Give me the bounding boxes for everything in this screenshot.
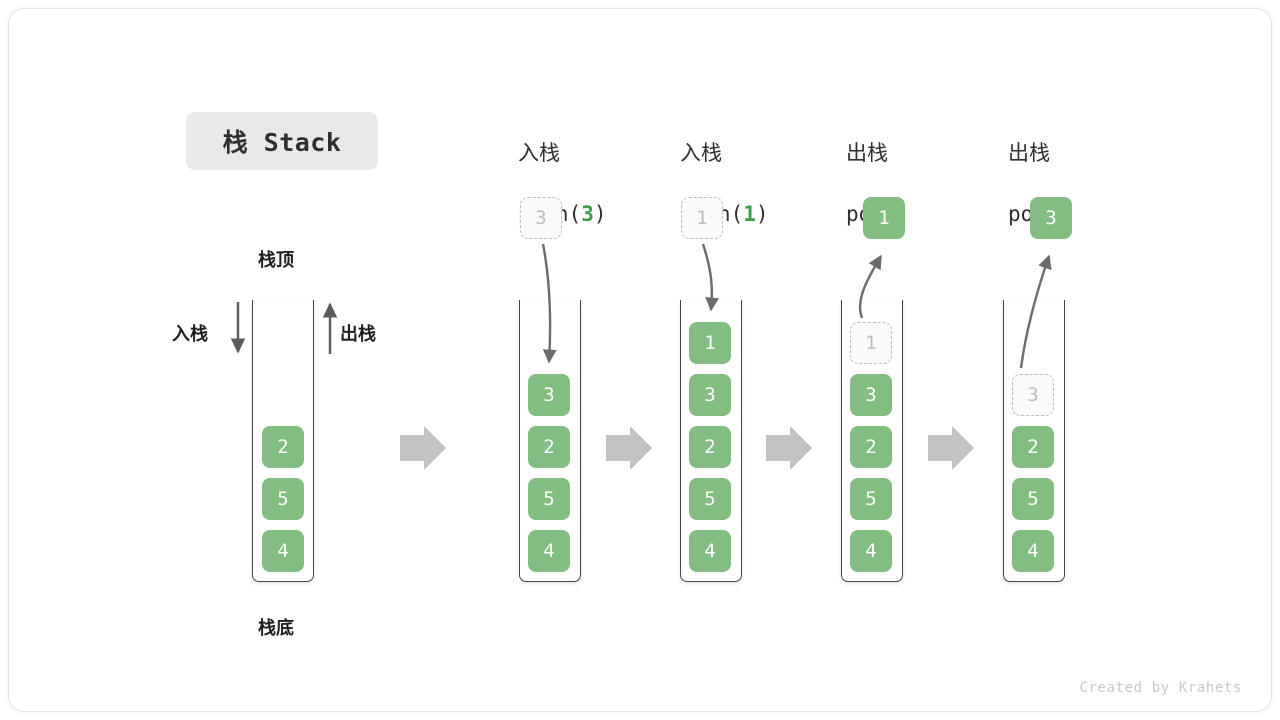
stack-cell: 2 bbox=[528, 426, 570, 468]
stack-cell: 4 bbox=[528, 530, 570, 572]
label-push-direction: 入栈 bbox=[172, 324, 208, 345]
stack-cell: 5 bbox=[262, 478, 304, 520]
stack-cell: 5 bbox=[689, 478, 731, 520]
stack-cell: 5 bbox=[850, 478, 892, 520]
stack-cell-ghost: 3 bbox=[1012, 374, 1054, 416]
popped-cell: 1 bbox=[863, 197, 905, 239]
stack-cell: 1 bbox=[689, 322, 731, 364]
column-header-zh: 入栈 bbox=[518, 141, 560, 166]
stack-cell: 4 bbox=[689, 530, 731, 572]
stack-container-push-1 bbox=[680, 300, 742, 582]
code-suffix: ) bbox=[755, 202, 769, 227]
stack-cell: 3 bbox=[528, 374, 570, 416]
stack-cell: 3 bbox=[850, 374, 892, 416]
column-header-pop-3: 出栈 pop() bbox=[1008, 108, 1168, 260]
code-arg: 3 bbox=[581, 202, 594, 227]
column-header-zh: 出栈 bbox=[846, 141, 888, 166]
popped-cell: 3 bbox=[1030, 197, 1072, 239]
floating-ghost-cell: 1 bbox=[681, 197, 723, 239]
code-suffix: ) bbox=[593, 202, 607, 227]
code-arg: 1 bbox=[743, 202, 756, 227]
stack-cell-ghost: 1 bbox=[850, 322, 892, 364]
stack-cell: 4 bbox=[850, 530, 892, 572]
stack-cell: 2 bbox=[262, 426, 304, 468]
label-stack-top: 栈顶 bbox=[258, 250, 294, 271]
stack-cell: 4 bbox=[1012, 530, 1054, 572]
stack-container-pop-3 bbox=[1003, 300, 1065, 582]
stack-cell: 3 bbox=[689, 374, 731, 416]
stack-container-pop-1 bbox=[841, 300, 903, 582]
stack-cell: 2 bbox=[689, 426, 731, 468]
label-stack-bottom: 栈底 bbox=[258, 618, 294, 639]
stack-cell: 5 bbox=[528, 478, 570, 520]
diagram-title: 栈 Stack bbox=[186, 112, 378, 170]
stack-container-initial bbox=[252, 300, 314, 582]
floating-ghost-cell: 3 bbox=[520, 197, 562, 239]
column-header-zh: 出栈 bbox=[1008, 141, 1050, 166]
stack-cell: 4 bbox=[262, 530, 304, 572]
stack-cell: 5 bbox=[1012, 478, 1054, 520]
credit-text: Created by Krahets bbox=[1079, 680, 1242, 696]
column-header-zh: 入栈 bbox=[680, 141, 722, 166]
stack-container-push-3 bbox=[519, 300, 581, 582]
label-pop-direction: 出栈 bbox=[340, 324, 376, 345]
stack-cell: 2 bbox=[1012, 426, 1054, 468]
stack-cell: 2 bbox=[850, 426, 892, 468]
